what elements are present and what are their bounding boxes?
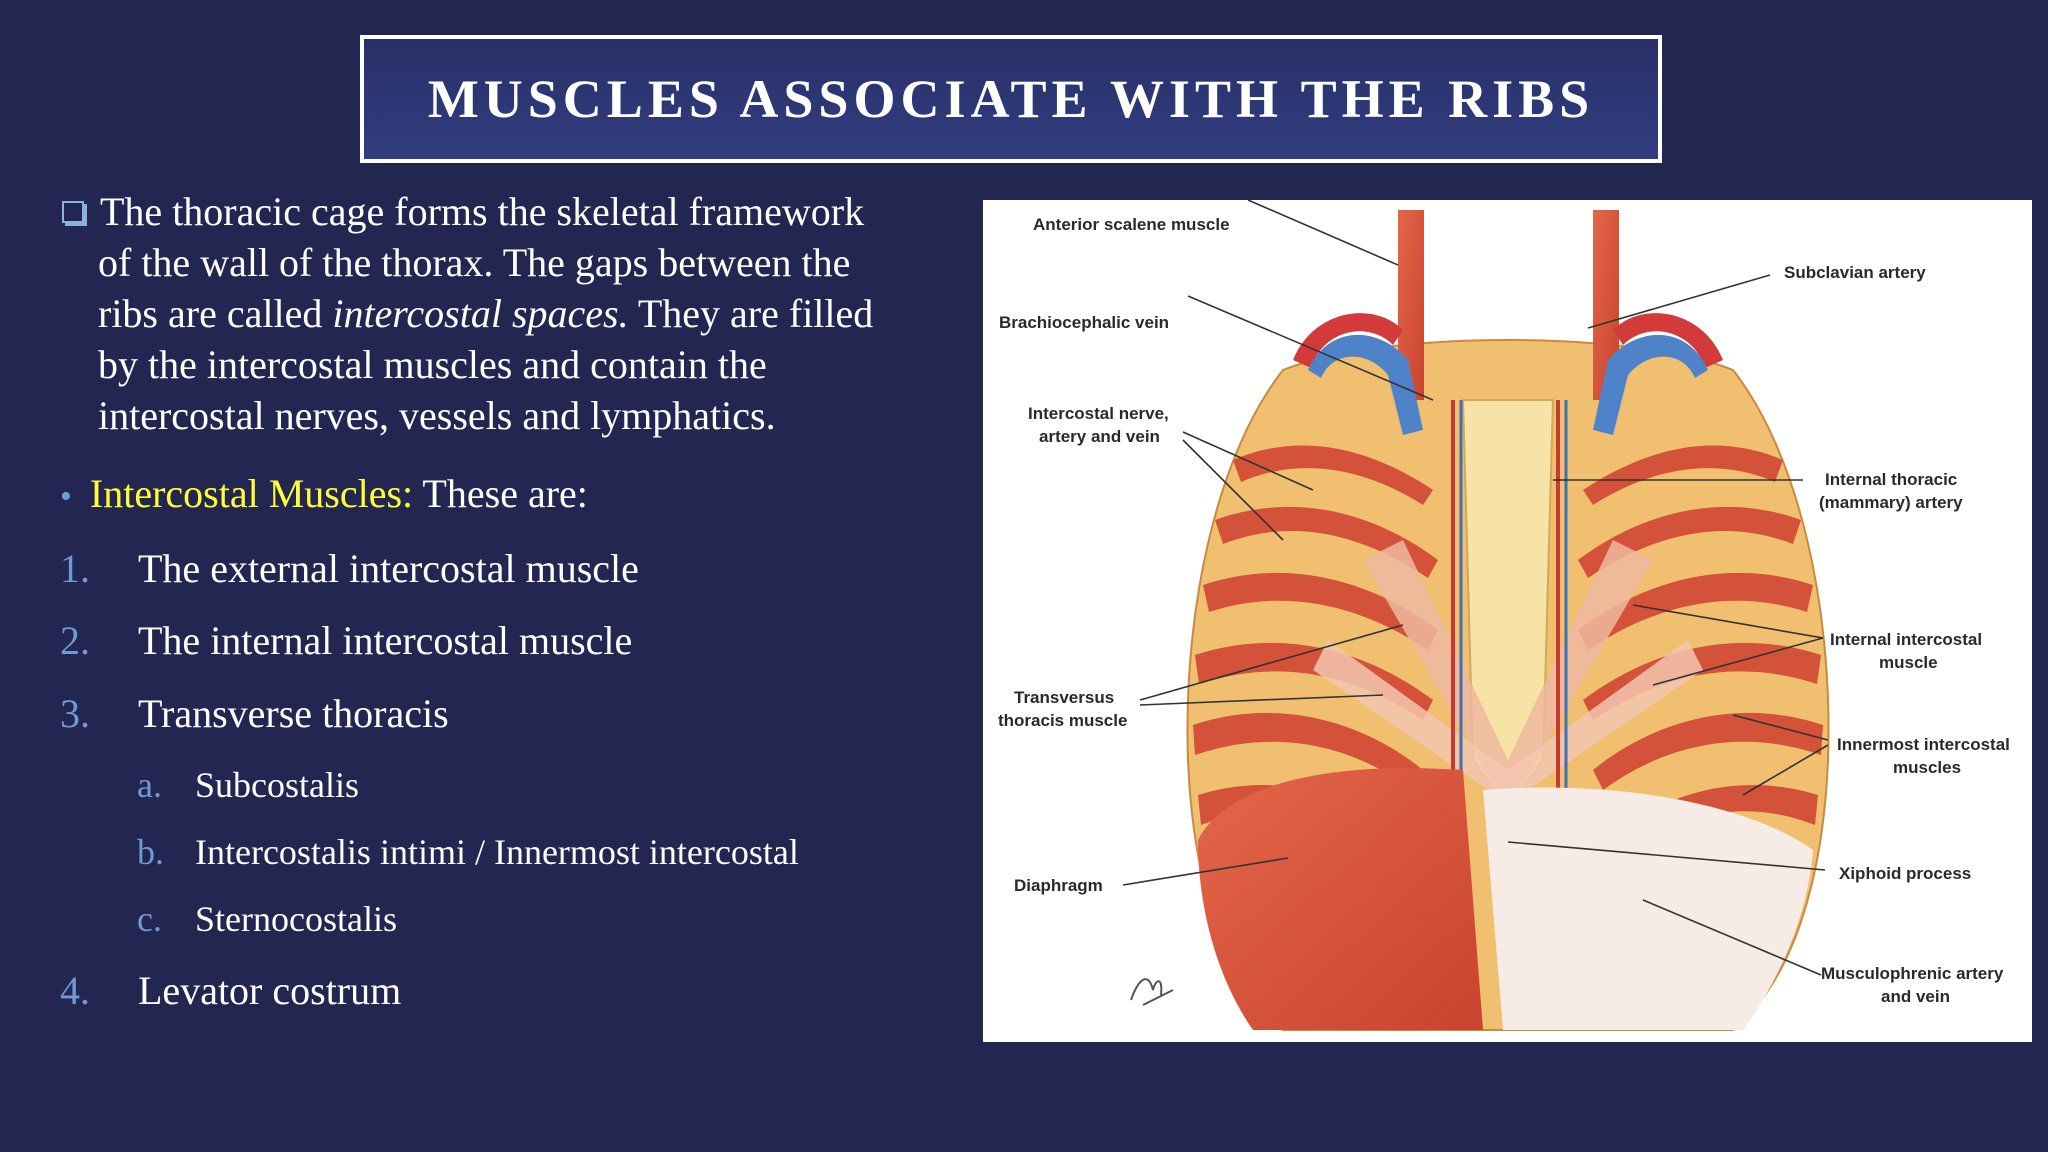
label-diaphragm: Diaphragm: [1014, 876, 1103, 895]
artist-signature: [1130, 978, 1174, 1006]
label-subclavian-artery: Subclavian artery: [1784, 263, 1926, 282]
label-musculophrenic-line2: and vein: [1881, 987, 1950, 1006]
intercostal-muscles-bullet: •Intercostal Muscles: These are:: [60, 471, 588, 516]
thorax-anatomy-figure: Anterior scalene muscle Subclavian arter…: [983, 200, 2032, 1042]
label-xiphoid-process: Xiphoid process: [1839, 864, 1971, 883]
label-musculophrenic: Musculophrenic artery: [1821, 964, 2004, 983]
label-transversus-thoracis: Transversus: [1014, 688, 1114, 707]
label-innermost-intercostal: Innermost intercostal: [1837, 735, 2010, 754]
label-transversus-thoracis-line2: thoracis muscle: [998, 711, 1127, 730]
label-innermost-intercostal-line2: muscles: [1893, 758, 1961, 777]
label-internal-thoracic: Internal thoracic: [1825, 470, 1957, 489]
label-anterior-scalene: Anterior scalene muscle: [1033, 215, 1230, 234]
leader-lines: [1122, 200, 1829, 976]
label-internal-intercostal-line2: muscle: [1879, 653, 1938, 672]
intro-paragraph: The thoracic cage forms the skeletal fra…: [62, 186, 968, 441]
diaphragm-muscle: [1198, 768, 1483, 1030]
label-intercostal-nerve-line2: artery and vein: [1039, 427, 1160, 446]
thorax-illustration: Anterior scalene muscle Subclavian arter…: [998, 200, 2010, 1031]
bullet-dot-icon: •: [60, 478, 72, 515]
slide-title: MUSCLES ASSOCIATE WITH THE RIBS: [427, 69, 1595, 129]
slide-title-box: MUSCLES ASSOCIATE WITH THE RIBS: [360, 35, 1662, 163]
checkbox-bullet-icon: [62, 201, 84, 223]
label-brachiocephalic-vein: Brachiocephalic vein: [999, 313, 1169, 332]
label-internal-intercostal: Internal intercostal: [1830, 630, 1982, 649]
label-internal-thoracic-line2: (mammary) artery: [1819, 493, 1963, 512]
label-intercostal-nerve: Intercostal nerve,: [1028, 404, 1169, 423]
